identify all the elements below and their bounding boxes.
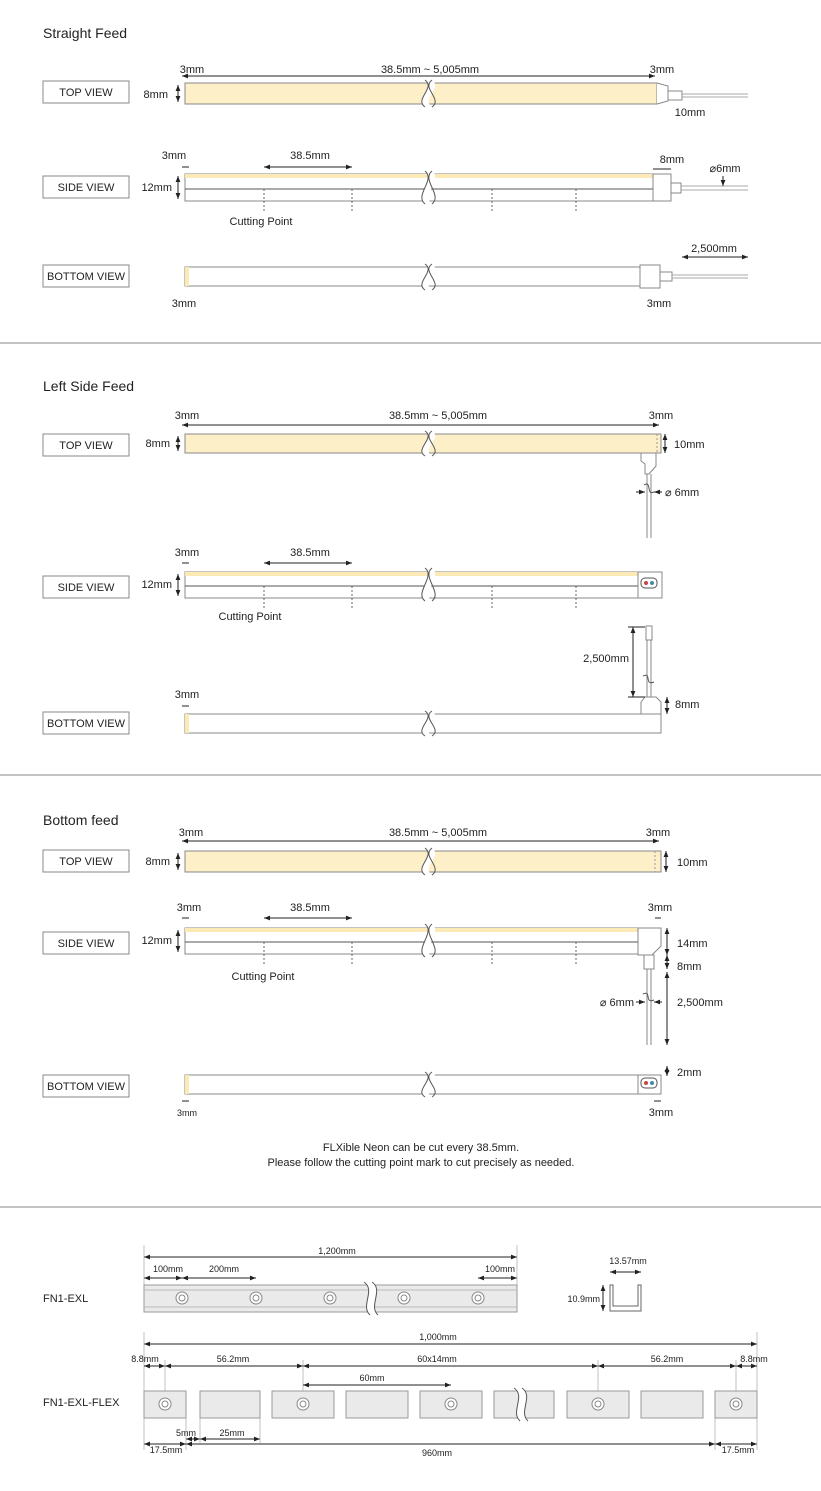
strip-top-view-2 (184, 433, 662, 538)
fn1-exl-channel (143, 1284, 518, 1313)
dim-cap-height-label: 14mm (677, 938, 708, 950)
dim-gap-label: 2mm (677, 1067, 701, 1079)
dim-pitch-label: 38.5mm (290, 547, 330, 559)
dim-right-label: 100mm (485, 1264, 515, 1274)
svg-text:SIDE VIEW: SIDE VIEW (58, 938, 115, 950)
dim-seg-left-label: 56.2mm (217, 1354, 250, 1364)
dim-height-label: 12mm (141, 579, 172, 591)
label-side-view-3: SIDE VIEW (42, 931, 130, 955)
dim-profile-width-label: 13.57mm (609, 1256, 647, 1266)
dim-inner-label: 960mm (422, 1448, 452, 1458)
svg-text:SIDE VIEW: SIDE VIEW (58, 182, 115, 194)
svg-text:BOTTOM VIEW: BOTTOM VIEW (47, 718, 126, 730)
dim-left-label: 3mm (180, 64, 204, 76)
dim-left-label: 3mm (175, 410, 199, 422)
section-title-bottom-feed: Bottom feed (43, 812, 119, 828)
dim-cable-length-label: 2,500mm (677, 997, 723, 1009)
note-line-2: Please follow the cutting point mark to … (268, 1157, 575, 1169)
dim-cap-label: 8mm (660, 154, 684, 166)
strip-top-view-1 (184, 82, 748, 105)
dim-length-label: 38.5mm ~ 5,005mm (389, 827, 487, 839)
dim-length-label: 38.5mm ~ 5,005mm (381, 64, 479, 76)
dim-edge-right-label: 8.8mm (740, 1354, 768, 1364)
dim-pitch-label: 38.5mm (290, 150, 330, 162)
dim-left-label: 100mm (153, 1264, 183, 1274)
dim-right-label: 3mm (646, 827, 670, 839)
dim-pitch-label: 200mm (209, 1264, 239, 1274)
dim-height-label: 12mm (141, 182, 172, 194)
dim-cable-length-label: 2,500mm (583, 653, 629, 665)
dim-pitch-label: 38.5mm (290, 902, 330, 914)
dim-left-label: 3mm (162, 150, 186, 162)
strip-side-view-2 (184, 571, 663, 599)
label-bottom-view-3: BOTTOM VIEW (42, 1074, 130, 1098)
dim-left-label: 3mm (175, 547, 199, 559)
label-top-view-3: TOP VIEW (42, 849, 130, 873)
dim-left-label: 3mm (177, 1108, 197, 1118)
dim-total-label: 1,000mm (419, 1332, 457, 1342)
dim-tab-label: 25mm (219, 1428, 244, 1438)
dim-right-label: 3mm (649, 1107, 673, 1119)
fn1-exl-flex-channel (143, 1390, 758, 1419)
cutting-point-label: Cutting Point (230, 216, 293, 228)
label-bottom-view-1: BOTTOM VIEW (42, 264, 130, 288)
dim-cap-label: 10mm (677, 857, 708, 869)
dim-profile-height-label: 10.9mm (567, 1294, 600, 1304)
dim-cable-dia-label: ⌀ 6mm (600, 997, 634, 1009)
label-side-view-2: SIDE VIEW (42, 575, 130, 599)
dim-right-label: 3mm (648, 902, 672, 914)
dim-cable-dia-label: ⌀ 6mm (665, 487, 699, 499)
dim-total-label: 1,200mm (318, 1246, 356, 1256)
dim-plug-label: 8mm (677, 961, 701, 973)
break-mark (421, 80, 436, 107)
dim-slot-label: 60x14mm (417, 1354, 457, 1364)
svg-text:BOTTOM VIEW: BOTTOM VIEW (47, 1081, 126, 1093)
dim-end-left-label: 17.5mm (150, 1445, 183, 1455)
label-side-view-1: SIDE VIEW (42, 175, 130, 199)
dim-cap-label: 10mm (674, 439, 705, 451)
dim-width-label: 8mm (146, 856, 170, 868)
svg-text:TOP VIEW: TOP VIEW (59, 440, 113, 452)
dim-length-label: 38.5mm ~ 5,005mm (389, 410, 487, 422)
product-name-fn1-exl: FN1-EXL (43, 1293, 88, 1305)
product-name-fn1-exl-flex: FN1-EXL-FLEX (43, 1397, 120, 1409)
dim-cable-length-label: 2,500mm (691, 243, 737, 255)
dim-right-label: 3mm (650, 64, 674, 76)
cutting-point-label: Cutting Point (232, 971, 295, 983)
dim-left-label: 3mm (177, 902, 201, 914)
dim-left-label: 3mm (175, 689, 199, 701)
label-top-view-1: TOP VIEW (42, 80, 130, 104)
label-top-view-2: TOP VIEW (42, 433, 130, 457)
dim-cable-dia-label: ⌀6mm (709, 163, 740, 175)
svg-text:TOP VIEW: TOP VIEW (59, 87, 113, 99)
dim-right-label: 3mm (647, 298, 671, 310)
svg-text:TOP VIEW: TOP VIEW (59, 856, 113, 868)
dim-pitch-label: 60mm (359, 1373, 384, 1383)
label-bottom-view-2: BOTTOM VIEW (42, 711, 130, 735)
section-title-left-side-feed: Left Side Feed (43, 378, 134, 394)
dim-right-label: 3mm (649, 410, 673, 422)
break-mark (421, 79, 436, 108)
dim-height-label: 12mm (141, 935, 172, 947)
note-line-1: FLXible Neon can be cut every 38.5mm. (323, 1142, 519, 1154)
dim-width-label: 8mm (146, 438, 170, 450)
dim-cap-label: 8mm (675, 699, 699, 711)
section-title-straight-feed: Straight Feed (43, 25, 127, 41)
svg-text:SIDE VIEW: SIDE VIEW (58, 582, 115, 594)
svg-text:BOTTOM VIEW: BOTTOM VIEW (47, 271, 126, 283)
dim-end-right-label: 17.5mm (722, 1445, 755, 1455)
dim-seg-right-label: 56.2mm (651, 1354, 684, 1364)
dim-left-label: 3mm (179, 827, 203, 839)
dim-cap-label: 10mm (675, 107, 706, 119)
strip-side-view-1 (184, 173, 748, 202)
fn1-exl-profile (609, 1284, 642, 1312)
strip-side-view-3 (184, 927, 662, 1045)
cutting-point-label: Cutting Point (219, 611, 282, 623)
dim-edge-left-label: 8.8mm (131, 1354, 159, 1364)
dim-left-label: 3mm (172, 298, 196, 310)
dim-width-label: 8mm (144, 89, 168, 101)
strip-bottom-view-1 (184, 264, 748, 289)
strip-bottom-view-2 (184, 625, 662, 734)
